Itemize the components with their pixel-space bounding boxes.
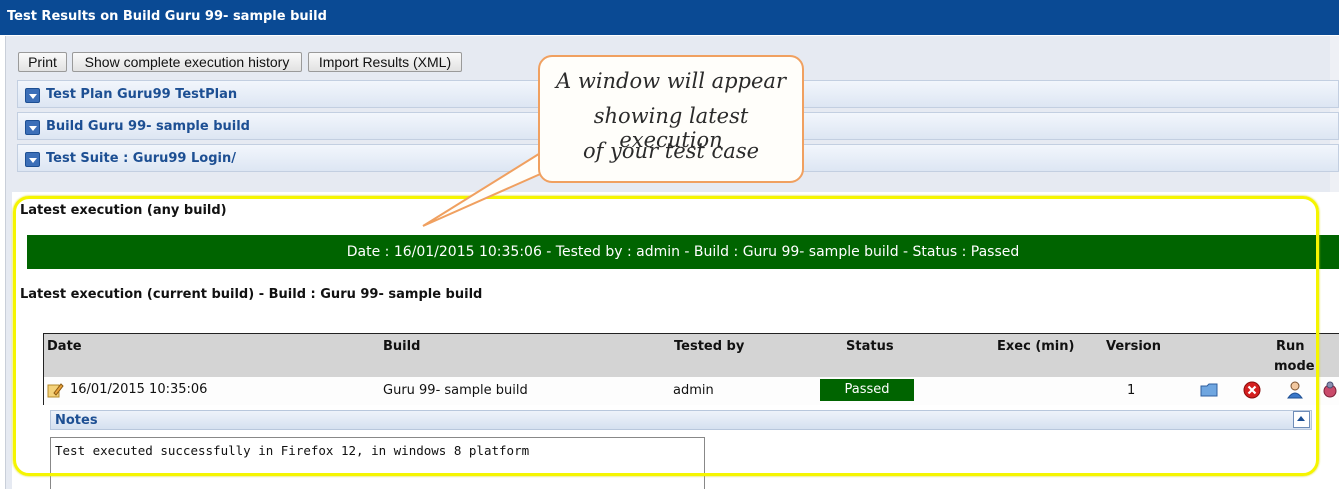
notes-label: Notes [55, 413, 98, 428]
section-build-label: Build Guru 99- sample build [46, 119, 250, 134]
col-run-mode-line1: Run [1276, 339, 1305, 354]
callout-line-2: showing latest execution [593, 104, 749, 152]
expand-toggle-icon[interactable] [25, 120, 40, 135]
show-history-button[interactable]: Show complete execution history [72, 52, 302, 72]
col-date: Date [47, 339, 82, 354]
callout-bubble: A window will appear showing latest exec… [538, 55, 804, 183]
notes-header: Notes [50, 410, 1312, 430]
expand-toggle-icon[interactable] [25, 152, 40, 167]
window-title: Test Results on Build Guru 99- sample bu… [7, 9, 327, 24]
window-titlebar: Test Results on Build Guru 99- sample bu… [0, 0, 1339, 35]
collapse-arrow-icon[interactable] [1293, 411, 1310, 428]
col-version: Version [1106, 339, 1161, 354]
attachment-icon[interactable] [1199, 381, 1218, 399]
col-exec: Exec (min) [997, 339, 1075, 354]
notes-textarea[interactable]: Test executed successfully in Firefox 12… [50, 437, 705, 489]
latest-execution-summary: Date : 16/01/2015 10:35:06 - Tested by :… [27, 235, 1339, 269]
edit-notes-icon[interactable] [46, 381, 64, 399]
expand-toggle-icon[interactable] [25, 88, 40, 103]
table-row [43, 377, 1339, 405]
row-version: 1 [1127, 383, 1136, 398]
col-tested-by: Tested by [674, 339, 745, 354]
import-results-button[interactable]: Import Results (XML) [308, 52, 462, 72]
delete-icon[interactable] [1243, 381, 1261, 399]
callout-line-1: A window will appear [556, 69, 786, 93]
bug-icon[interactable] [1321, 381, 1339, 399]
col-status: Status [846, 339, 894, 354]
section-test-plan-label: Test Plan Guru99 TestPlan [46, 87, 238, 102]
user-icon[interactable] [1286, 380, 1304, 399]
latest-any-heading: Latest execution (any build) [20, 203, 227, 218]
row-date: 16/01/2015 10:35:06 [70, 382, 208, 397]
notes-text: Test executed successfully in Firefox 12… [55, 443, 530, 458]
print-button[interactable]: Print [18, 52, 67, 72]
col-run-mode-line2: mode [1274, 359, 1315, 374]
row-tested-by: admin [673, 383, 714, 398]
status-badge: Passed [820, 379, 914, 401]
latest-current-heading: Latest execution (current build) - Build… [20, 287, 483, 302]
highlight-outline [13, 196, 1319, 476]
row-build: Guru 99- sample build [383, 383, 528, 398]
callout-line-3: of your test case [582, 139, 760, 163]
results-table-header: Date Build Tested by Status Exec (min) V… [43, 333, 1339, 377]
section-test-suite-label: Test Suite : Guru99 Login/ [46, 151, 236, 166]
col-build: Build [383, 339, 421, 354]
